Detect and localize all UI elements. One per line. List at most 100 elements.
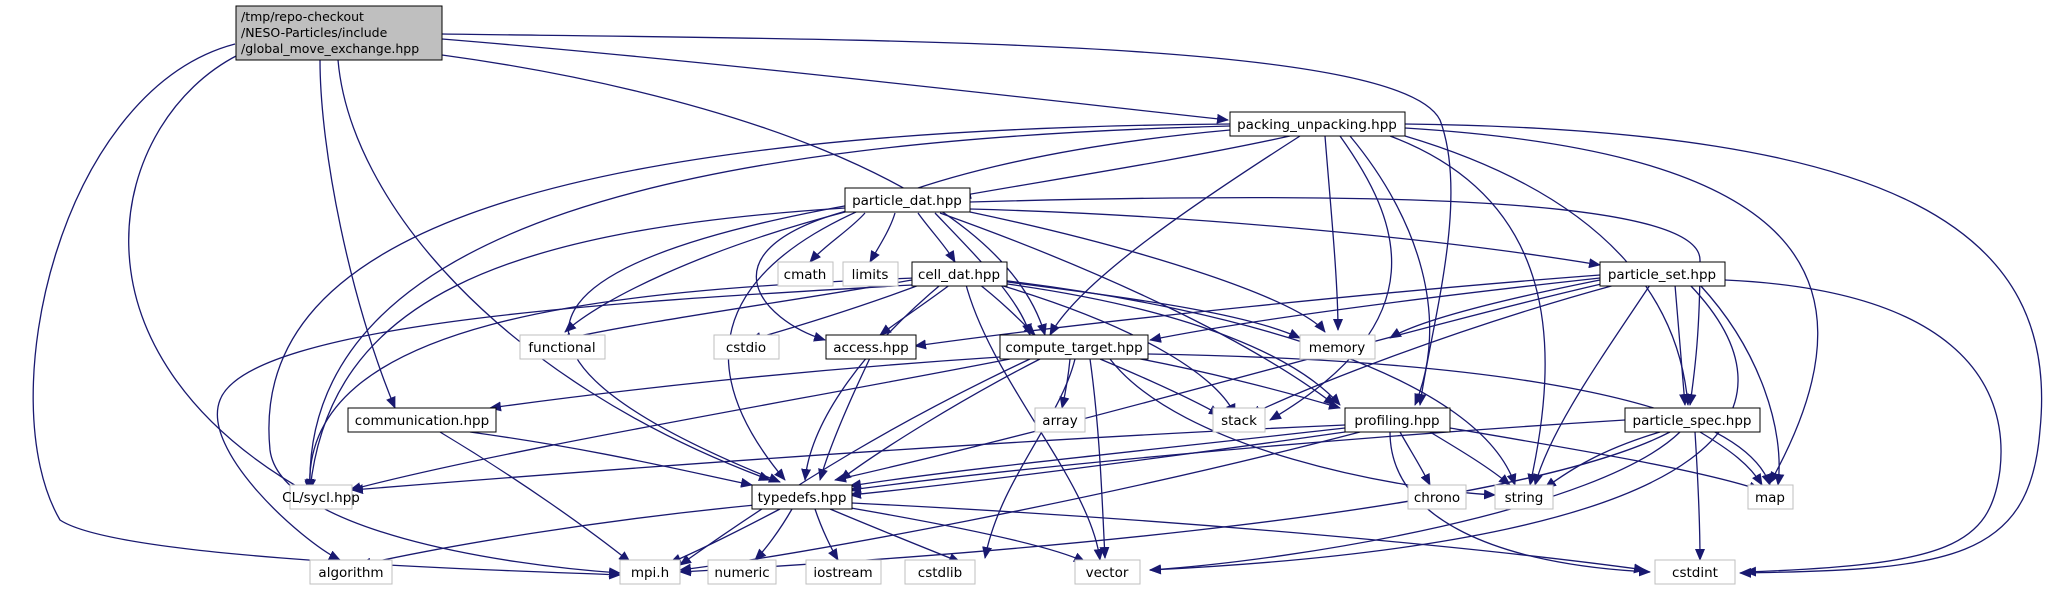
- edge-particledat-particlespec: [969, 196, 1701, 406]
- edge-particleset-compute: [1149, 277, 1601, 343]
- edge-celldat-typedefs: [801, 280, 946, 481]
- edge-main-mpi: [32, 43, 621, 580]
- edge-typedefs-cstdint: [851, 502, 1646, 574]
- node-functional[interactable]: functional: [519, 334, 606, 360]
- edge-celldat-compute: [974, 280, 1036, 336]
- edge-particleset-vector: [1149, 284, 1739, 575]
- typedefs-label: typedefs.hpp: [758, 490, 847, 506]
- cell-dat-label: cell_dat.hpp: [918, 267, 1000, 283]
- mpi-h-label: mpi.h: [631, 565, 669, 581]
- edge-packing-profiling: [1349, 135, 1431, 406]
- node-profiling[interactable]: profiling.hpp: [1344, 407, 1451, 433]
- node-stack[interactable]: stack: [1212, 407, 1266, 433]
- node-cstdlib[interactable]: cstdlib: [904, 559, 976, 585]
- stack-label: stack: [1221, 413, 1257, 429]
- limits-label: limits: [852, 267, 889, 283]
- node-particle-spec[interactable]: particle_spec.hpp: [1624, 407, 1761, 433]
- node-map[interactable]: map: [1747, 484, 1794, 510]
- edge-communication-mpi: [439, 431, 631, 563]
- edge-profiling-typedefs2: [849, 431, 1346, 499]
- edge-profiling-typedefs1: [849, 427, 1346, 490]
- edge-particlespec-string: [1544, 431, 1661, 489]
- edge-particledat-access: [755, 209, 851, 342]
- node-cl-sycl[interactable]: CL/sycl.hpp: [282, 484, 360, 510]
- edge-main-profiling: [441, 33, 1452, 406]
- edge-profiling-map: [1449, 427, 1761, 492]
- edge-particleset-string: [1533, 284, 1651, 486]
- cstdint-label: cstdint: [1672, 565, 1718, 581]
- edge-typedefs-vector: [844, 506, 1086, 563]
- edge-typedefs-algorithm: [359, 504, 756, 568]
- node-iostream[interactable]: iostream: [805, 559, 882, 585]
- edge-access-typedefs: [818, 357, 871, 481]
- particle-spec-label: particle_spec.hpp: [1633, 413, 1752, 429]
- node-access[interactable]: access.hpp: [825, 334, 917, 360]
- edge-particleset-typedefs: [834, 281, 1611, 483]
- edge-compute-typedefs: [839, 358, 1041, 481]
- packing-unpacking-label: packing_unpacking.hpp: [1237, 117, 1397, 133]
- edge-particlespec-vector: [1149, 431, 1681, 575]
- node-numeric[interactable]: numeric: [707, 559, 777, 585]
- string-label: string: [1505, 490, 1544, 506]
- edge-compute-communication: [489, 356, 1001, 412]
- edge-packing-mpi: [268, 123, 1231, 578]
- node-cstdio[interactable]: cstdio: [713, 334, 780, 360]
- node-mpi-h[interactable]: mpi.h: [619, 559, 681, 585]
- cl-sycl-label: CL/sycl.hpp: [282, 490, 360, 506]
- edge-typedefs-iostream: [814, 508, 839, 561]
- algorithm-label: algorithm: [318, 565, 383, 581]
- edge-packing-stack: [1269, 135, 1393, 421]
- node-chrono[interactable]: chrono: [1407, 484, 1467, 510]
- cmath-label: cmath: [784, 267, 827, 283]
- node-cmath[interactable]: cmath: [777, 261, 834, 287]
- node-cell-dat[interactable]: cell_dat.hpp: [911, 261, 1008, 287]
- edge-main-packing: [441, 38, 1229, 124]
- node-main[interactable]: /tmp/repo-checkout /NESO-Particles/inclu…: [235, 5, 443, 61]
- edge-compute-clsycl: [349, 358, 1011, 492]
- edge-packing-particledat: [959, 135, 1291, 199]
- cstdio-label: cstdio: [726, 340, 766, 356]
- edge-celldat-memory: [999, 280, 1301, 339]
- node-particle-set[interactable]: particle_set.hpp: [1599, 261, 1726, 287]
- node-compute-target[interactable]: compute_target.hpp: [999, 334, 1149, 360]
- node-packing-unpacking[interactable]: packing_unpacking.hpp: [1229, 111, 1406, 137]
- node-string[interactable]: string: [1494, 484, 1554, 510]
- edge-particlespec-typedefs: [849, 419, 1626, 494]
- map-label: map: [1755, 490, 1785, 506]
- edge-particledat-typedefs: [567, 204, 851, 483]
- dependency-edges: [32, 33, 2043, 580]
- edge-celldat-functional: [559, 279, 913, 343]
- edge-compute-array: [1059, 358, 1071, 409]
- main-line-2: /NESO-Particles/include: [241, 25, 388, 40]
- node-typedefs[interactable]: typedefs.hpp: [751, 484, 853, 510]
- edge-particledat-limits: [869, 212, 896, 263]
- edge-communication-typedefs: [469, 431, 753, 488]
- node-algorithm[interactable]: algorithm: [309, 559, 393, 585]
- edge-compute-vector: [1089, 358, 1110, 559]
- edge-celldat-cstdio: [749, 280, 931, 342]
- edge-particlespec-map: [1699, 431, 1763, 486]
- edge-celldat-access: [879, 280, 956, 336]
- edge-packing-map: [1404, 127, 1819, 484]
- edge-particledat-celldat: [917, 212, 956, 263]
- edge-typedefs-cstdlib: [829, 508, 961, 563]
- compute-target-label: compute_target.hpp: [1005, 340, 1142, 356]
- node-vector[interactable]: vector: [1074, 559, 1141, 585]
- edge-particlespec-cstdint: [1694, 431, 1705, 561]
- node-cstdint[interactable]: cstdint: [1654, 559, 1736, 585]
- edge-particledat-clsycl: [306, 207, 846, 491]
- edge-profiling-string: [1429, 431, 1511, 486]
- node-array[interactable]: array: [1034, 407, 1086, 433]
- node-particle-dat[interactable]: particle_dat.hpp: [844, 187, 971, 213]
- node-communication[interactable]: communication.hpp: [347, 407, 497, 433]
- edge-particleset-particlespec: [1674, 284, 1690, 406]
- node-limits[interactable]: limits: [842, 261, 899, 287]
- edge-particledat-memory: [969, 211, 1326, 333]
- edge-packing-typedefs: [727, 129, 1231, 481]
- main-line-1: /tmp/repo-checkout: [241, 9, 364, 24]
- edge-particledat-particleset: [969, 208, 1601, 269]
- edge-celldat-algorithm: [216, 284, 913, 561]
- particle-set-label: particle_set.hpp: [1608, 267, 1716, 283]
- node-memory[interactable]: memory: [1299, 334, 1376, 360]
